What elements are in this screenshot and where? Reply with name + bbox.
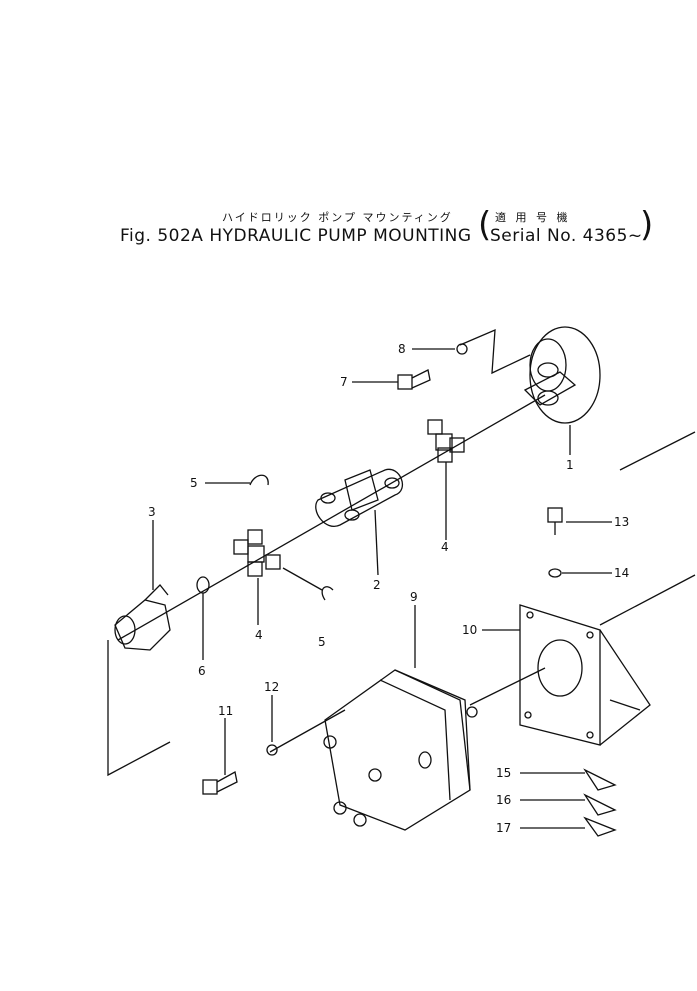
connector-pump bbox=[469, 667, 546, 706]
part-8-washer bbox=[456, 343, 468, 355]
part-17-shim bbox=[583, 816, 617, 837]
callout-14: 14 bbox=[614, 566, 630, 580]
callout-11: 11 bbox=[218, 704, 234, 718]
part-13-bolt bbox=[547, 507, 563, 535]
part-4-cross-upper bbox=[427, 419, 465, 463]
part-3-yoke bbox=[114, 584, 171, 651]
callout-13: 13 bbox=[614, 515, 630, 529]
leader-5-lower bbox=[282, 567, 323, 591]
callout-6: 6 bbox=[198, 664, 206, 678]
callout-4-lower: 4 bbox=[255, 628, 263, 642]
part-10-bracket bbox=[519, 604, 651, 746]
callout-2: 2 bbox=[373, 578, 381, 592]
title-japanese: ハイドロリック ポンプ マウンティング bbox=[222, 211, 453, 224]
part-4-cross-lower bbox=[233, 529, 281, 577]
part-16-shim bbox=[583, 793, 617, 816]
close-paren: ) bbox=[640, 205, 654, 245]
connector-12 bbox=[269, 709, 346, 753]
part-1-flange bbox=[523, 326, 601, 424]
callout-17: 17 bbox=[496, 821, 512, 835]
part-9-hydraulic-pump bbox=[323, 669, 478, 831]
callout-8: 8 bbox=[398, 342, 406, 356]
callout-3: 3 bbox=[148, 505, 156, 519]
callout-16: 16 bbox=[496, 793, 512, 807]
part-11-bolt bbox=[202, 770, 238, 795]
part-15-shim bbox=[583, 768, 617, 791]
assembly-axis-line bbox=[117, 394, 546, 641]
callout-12: 12 bbox=[264, 680, 280, 694]
part-2-center-link bbox=[315, 468, 404, 527]
part-14-washer bbox=[548, 568, 562, 578]
part-12-washer bbox=[266, 744, 278, 756]
callout-10: 10 bbox=[462, 623, 478, 637]
callout-4-upper: 4 bbox=[441, 540, 449, 554]
callout-9: 9 bbox=[410, 590, 418, 604]
connector-right-top bbox=[619, 431, 696, 471]
callout-7: 7 bbox=[340, 375, 348, 389]
connector-top bbox=[459, 328, 531, 375]
leader-2 bbox=[374, 509, 379, 576]
serial-number: Serial No. 4365~ bbox=[490, 226, 643, 246]
part-7-bolt bbox=[397, 369, 431, 390]
serial-label-japanese: 適 用 号 機 bbox=[495, 211, 571, 224]
callout-15: 15 bbox=[496, 766, 512, 780]
connector-left bbox=[107, 640, 171, 777]
open-paren: ( bbox=[478, 205, 492, 245]
callout-5-upper: 5 bbox=[190, 476, 198, 490]
callout-5-lower: 5 bbox=[318, 635, 326, 649]
callout-1: 1 bbox=[566, 458, 574, 472]
connector-right-bottom bbox=[599, 574, 696, 626]
part-5-snap-ring-upper bbox=[249, 474, 269, 486]
figure-title: Fig. 502A HYDRAULIC PUMP MOUNTING bbox=[120, 226, 472, 246]
part-5-snap-ring-lower bbox=[321, 586, 334, 601]
